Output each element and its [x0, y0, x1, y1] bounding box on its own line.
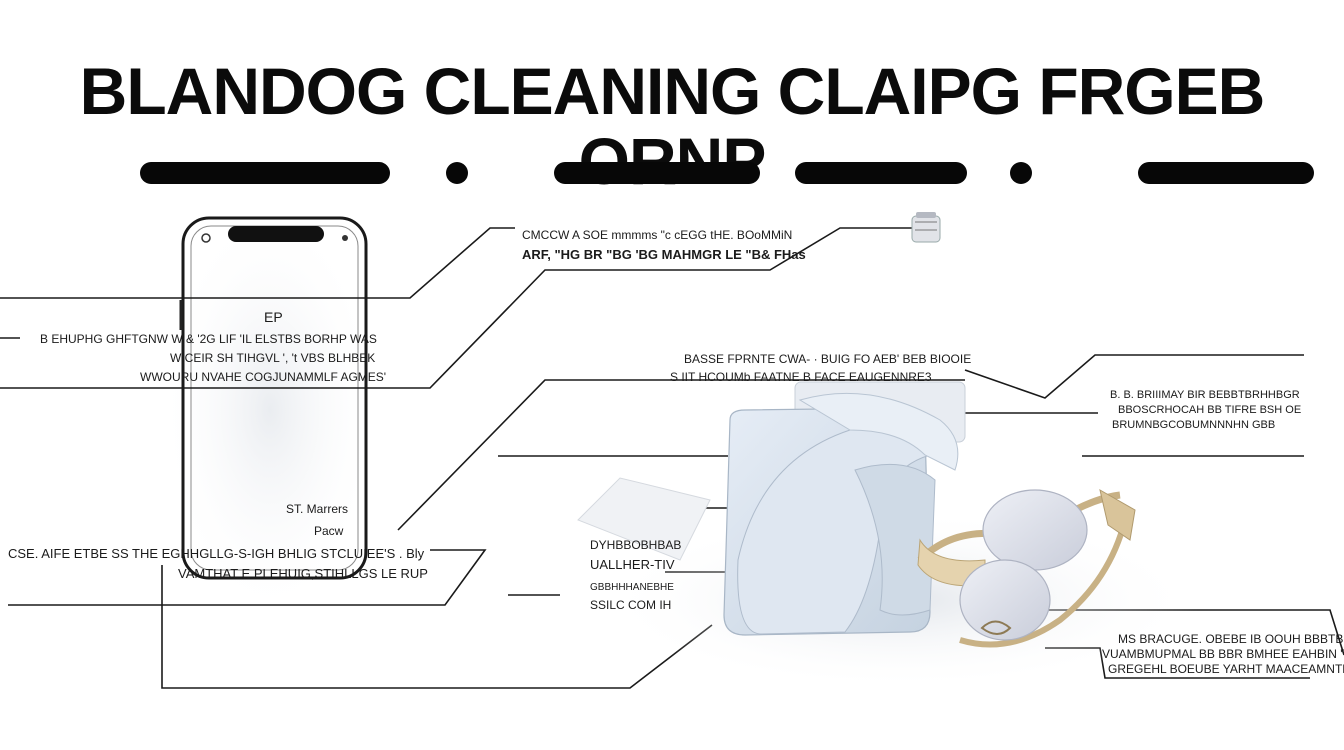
label-line: SSILC COM IH: [590, 598, 672, 612]
label-line: ST. Marrers: [286, 502, 349, 516]
cleaning-pad-icon: [917, 489, 1136, 648]
label-line: CSE. AIFE ETBE SS THE EGHHGLLG-S-IGH BHL…: [8, 546, 425, 561]
label-line: VAMTHAT E PLEHUIG,STIHLLGS LE RUP: [178, 566, 428, 581]
label-line: GBBHHHANEBHE: [590, 582, 674, 593]
label-line: B EHUPHG GHFTGNW W & '2G LIF 'IL ELSTBS …: [40, 332, 377, 346]
divider-bar: [795, 162, 967, 184]
label-line: VUAMBMUPMAL BB BBR BMHEE EAHBIN 'TBBOBH: [1102, 647, 1344, 661]
spray-bottle-icon: [911, 212, 941, 243]
label-line: Pacw: [314, 524, 344, 538]
label-line: WWOURU NVAHE COGJUNAMMLF AGMES': [140, 370, 387, 384]
label-line: BASSE FPRNTE CWA- · BUIG FO AEB' BEB BIO…: [684, 352, 972, 366]
divider-dot: [446, 162, 468, 184]
divider-dot: [1010, 162, 1032, 184]
label-line: UALLHER-TIV: [590, 557, 675, 572]
label-line: ARF, "HG BR "BG 'BG MAHMGR LE "B& FHas: [522, 247, 806, 262]
leader-lines: [0, 227, 1344, 689]
divider-bar: [1138, 162, 1314, 184]
label-line: DYHBBOBHBAB: [590, 538, 682, 552]
smartphone-icon: [160, 200, 380, 620]
label-line: MS BRACUGE. OBEBE IB OOUH BBBTB I TIBE: [1118, 632, 1344, 646]
page-title: BLANDOG CLEANING CLAIPG FRGEB ORNP: [79, 54, 1266, 198]
label-line: S IIT HCOUMb FAATNE B FACE EAUGENNRE3: [670, 370, 932, 384]
cleaning-cloth-icon: [723, 392, 959, 636]
divider-bar: [554, 162, 760, 184]
label-line: WICEIR SH TIHGVL ', 't VBS BLHBEK: [170, 351, 376, 365]
label-line: BRUMNBGCOBUMNNNHN GBB: [1112, 419, 1276, 431]
label-line: BBOSCRHOCAH BB TIFRE BSH OE: [1118, 404, 1302, 416]
label-line: B. B. BRIIIMAY BIR BEBBTBRHHBGR: [1110, 389, 1300, 401]
label-line: GREGEHL BOEUBE YARHT MAACEAMNTHE'SE: [1108, 662, 1344, 676]
phone-screen-symbol: EP: [264, 309, 283, 325]
divider-bar: [140, 162, 390, 184]
label-line: CMCCW A SOE mmmms "c cEGG tHE. BOoMMiN: [522, 228, 793, 242]
